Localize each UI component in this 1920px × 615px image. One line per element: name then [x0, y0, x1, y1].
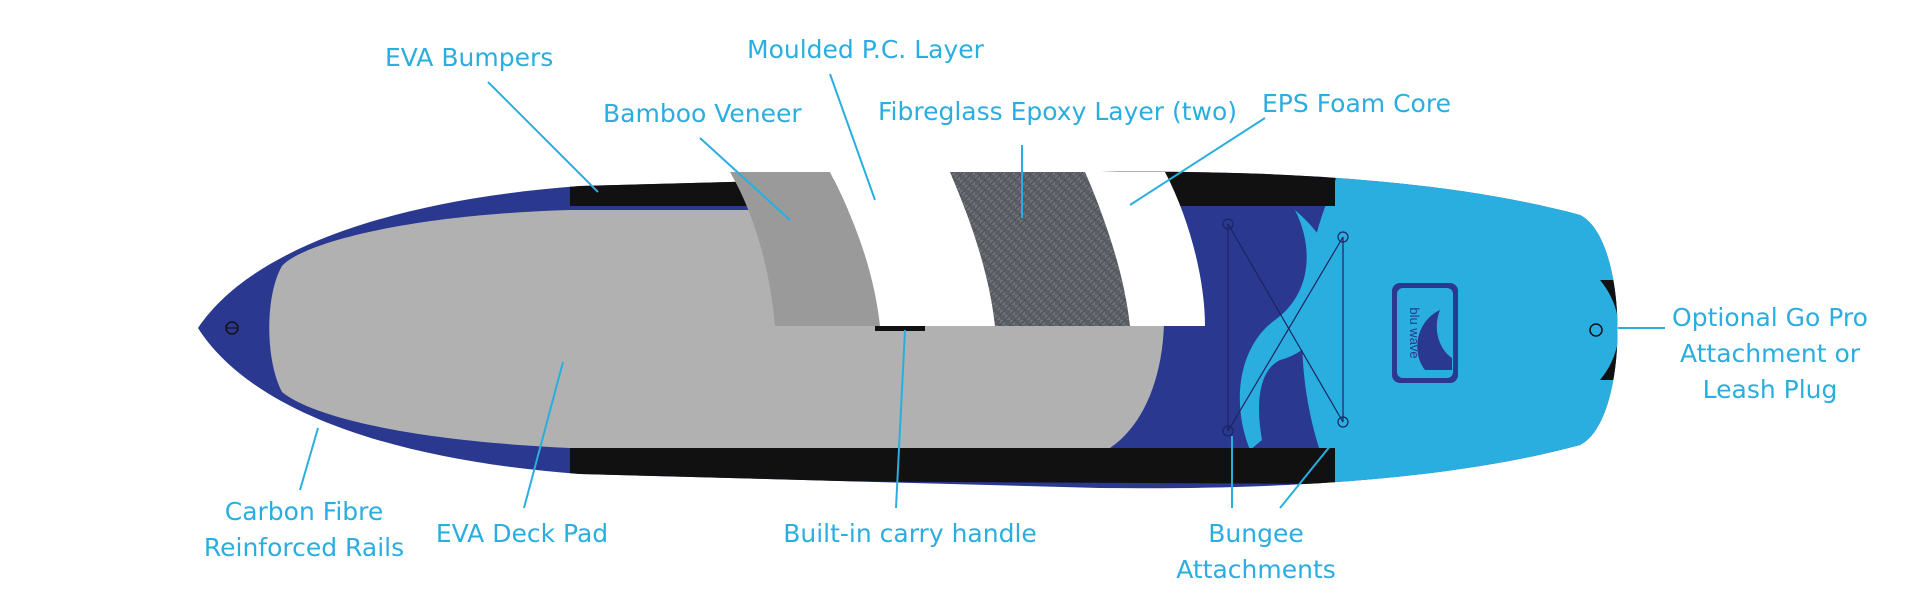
moulded-pc-layer	[830, 172, 995, 326]
leader-lines	[299, 73, 1665, 509]
callout-labels: EVA Bumpers Moulded P.C. Layer Bamboo Ve…	[204, 35, 1868, 584]
fibreglass-epoxy-layer	[1085, 172, 1205, 326]
label-gopro-line1: Optional Go Pro	[1672, 303, 1868, 332]
label-moulded-pc-layer: Moulded P.C. Layer	[747, 35, 985, 64]
label-carry-handle: Built-in carry handle	[783, 519, 1037, 548]
bamboo-veneer-layer	[730, 172, 880, 326]
label-eva-bumpers: EVA Bumpers	[385, 43, 553, 72]
bungee-cords	[1222, 218, 1349, 437]
label-carbon-rails-line2: Reinforced Rails	[204, 533, 404, 562]
leash-plug-icon	[1589, 323, 1603, 337]
brand-logo: blu wave	[1392, 283, 1458, 383]
label-gopro-line2: Attachment or	[1680, 339, 1861, 368]
label-carbon-rails-line1: Carbon Fibre	[225, 497, 384, 526]
carry-handle	[875, 326, 925, 331]
fibreglass-carbon-layer	[950, 172, 1130, 326]
logo-text: blu wave	[1407, 307, 1422, 358]
eva-bumper-bottom	[570, 448, 1335, 484]
label-gopro-line3: Leash Plug	[1703, 375, 1838, 404]
label-eva-deck-pad: EVA Deck Pad	[436, 519, 608, 548]
label-bamboo-veneer: Bamboo Veneer	[603, 99, 802, 128]
paddle-board: blu wave	[198, 171, 1618, 489]
label-bungee-line1: Bungee	[1208, 519, 1303, 548]
label-bungee-line2: Attachments	[1176, 555, 1336, 584]
label-eps-foam-core: EPS Foam Core	[1262, 89, 1451, 118]
tail-section	[1302, 171, 1618, 489]
label-fibreglass-epoxy: Fibreglass Epoxy Layer (two)	[878, 97, 1237, 126]
